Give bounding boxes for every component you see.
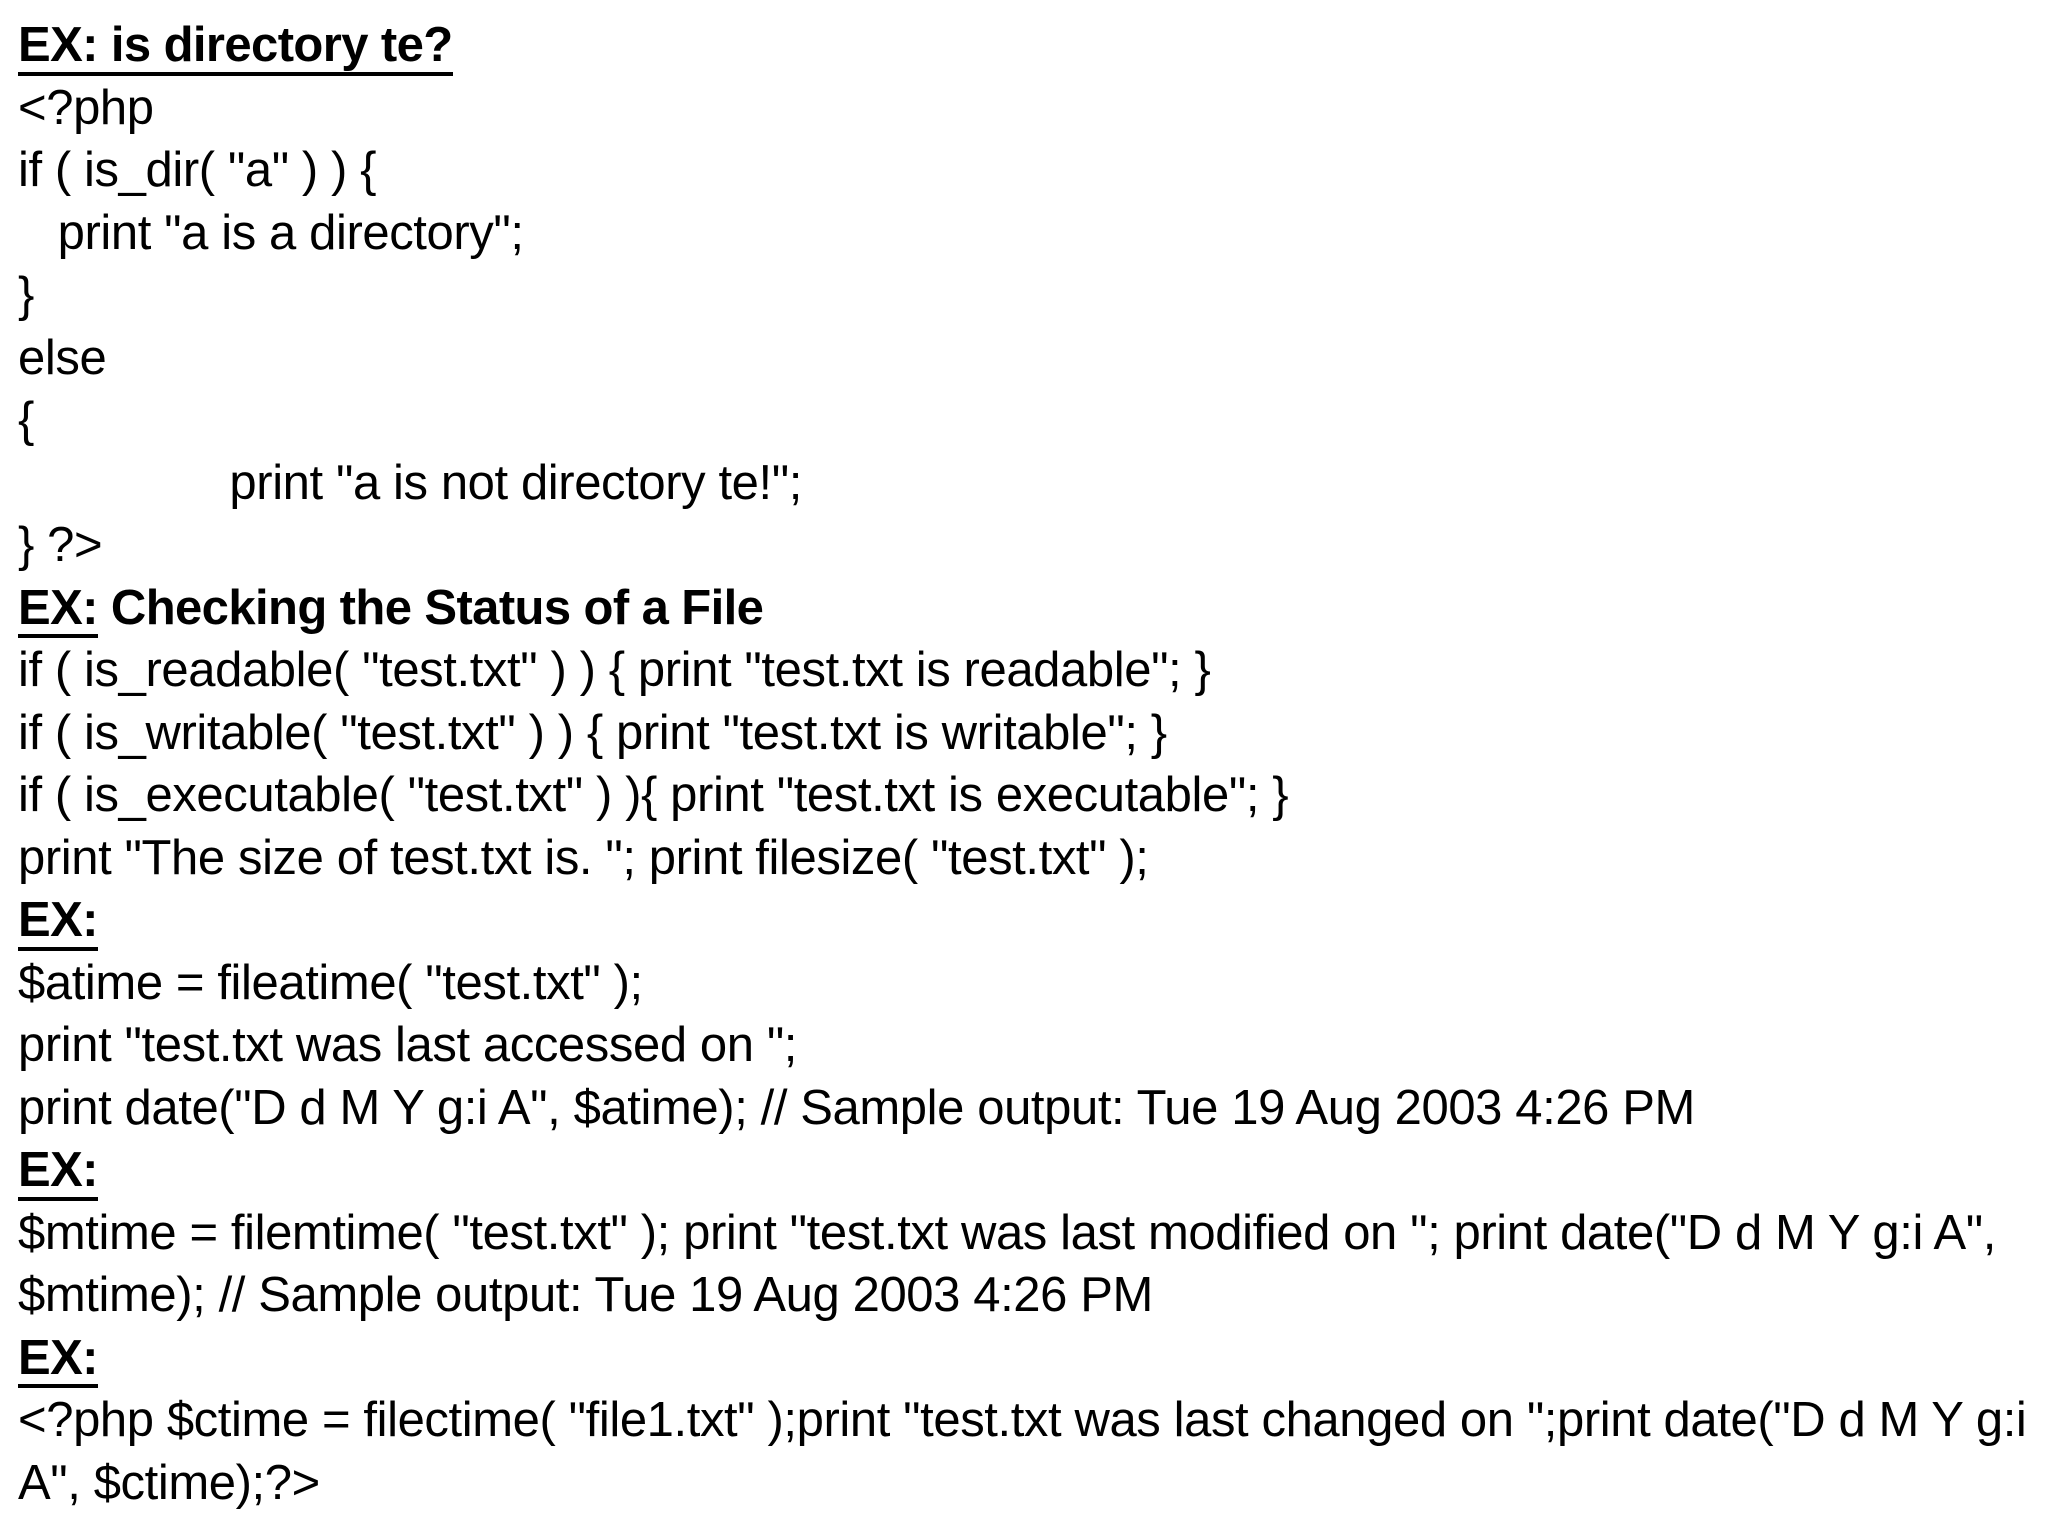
heading-underlined-text: EX: [18,895,98,951]
heading-trailing-text: Checking the Status of a File [97,580,764,635]
code-line-text: print "test.txt was last accessed on "; [18,1018,798,1072]
code-line-text: print "a is a directory"; [18,205,524,260]
heading-underlined-text: EX: [18,1333,98,1389]
section-heading: EX: [18,1139,2028,1202]
code-line: if ( is_dir( "a" ) ) { [18,139,2028,202]
code-line: print date("D d M Y g:i A", $atime); // … [18,1077,2028,1140]
heading-underlined-text: EX: is directory te? [18,20,453,76]
code-line-text: <?php $ctime = filectime( "file1.txt" );… [18,1393,2037,1510]
code-line-text: print "The size of test.txt is. "; print… [18,830,1149,885]
code-line: print "a is a directory"; [18,202,2028,265]
code-line-text: if ( is_writable( "test.txt" ) ) { print… [18,705,1167,760]
section-heading: EX: Checking the Status of a File [18,577,2028,640]
code-line: print "The size of test.txt is. "; print… [18,827,2028,890]
code-line-text: if ( is_dir( "a" ) ) { [18,143,377,197]
code-line: $mtime = filemtime( "test.txt" ); print … [18,1202,2028,1327]
code-line-text: else [18,330,107,385]
code-line: print "test.txt was last accessed on "; [18,1014,2028,1077]
code-line: else [18,327,2028,390]
code-line-text: <?php [18,80,154,135]
code-line-text: if ( is_executable( "test.txt" ) ){ prin… [18,768,1289,822]
heading-underlined-text: EX: [18,583,98,639]
code-listing: EX: is directory te?<?php if ( is_dir( "a… [18,14,2028,1514]
code-line: if ( is_writable( "test.txt" ) ) { print… [18,702,2028,765]
code-line-text: $mtime = filemtime( "test.txt" ); print … [18,1205,2010,1323]
code-line: } ?> [18,514,2028,577]
code-line-text: if ( is_readable( "test.txt" ) ) { print… [18,643,1211,697]
code-line: <?php [18,77,2028,140]
code-line-text: print date("D d M Y g:i A", $atime); // … [18,1080,1695,1135]
code-line: if ( is_readable( "test.txt" ) ) { print… [18,639,2028,702]
code-line: } [18,264,2028,327]
heading-underlined-text: EX: [18,1145,98,1201]
section-heading: EX: is directory te? [18,14,2028,77]
code-line-text: print "a is not directory te!"; [18,455,802,510]
code-line: { [18,389,2028,452]
code-line: print "a is not directory te!"; [18,452,2028,515]
section-heading: EX: [18,1327,2028,1390]
code-line-text: } ?> [18,518,103,572]
code-line-text: { [18,393,34,447]
section-heading: EX: [18,889,2028,952]
code-line: $atime = fileatime( "test.txt" ); [18,952,2028,1015]
code-line: if ( is_executable( "test.txt" ) ){ prin… [18,764,2028,827]
code-line-text: $atime = fileatime( "test.txt" ); [18,955,643,1010]
code-line: <?php $ctime = filectime( "file1.txt" );… [18,1389,2028,1514]
code-line-text: } [18,268,34,322]
